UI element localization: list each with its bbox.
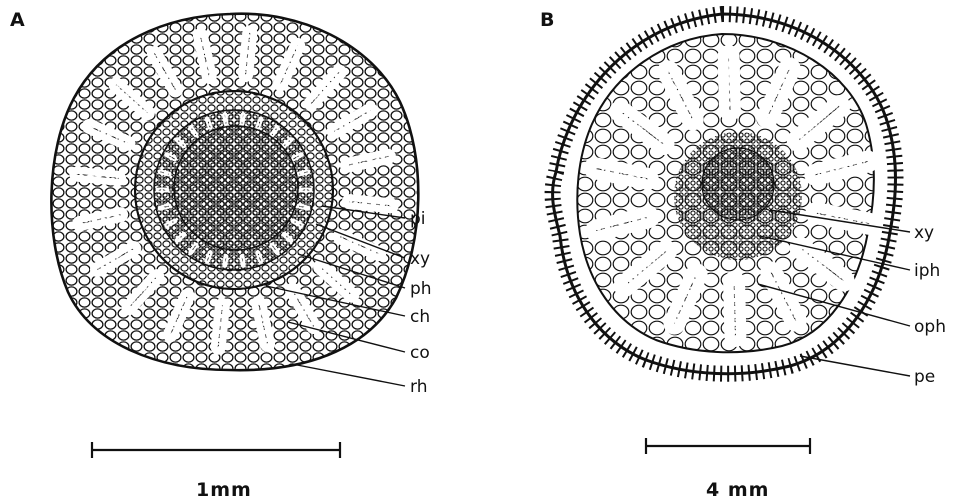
root-section-a bbox=[51, 14, 418, 370]
scale-bar-b bbox=[646, 438, 810, 454]
leader-rh bbox=[292, 364, 405, 386]
label-pi: pi bbox=[410, 209, 426, 229]
xylem-core-b bbox=[702, 148, 774, 220]
leader-pe bbox=[800, 356, 910, 376]
scale-bar-a bbox=[92, 442, 340, 458]
label-rh: rh bbox=[410, 377, 427, 397]
pith-a bbox=[196, 150, 264, 218]
label-oph: oph bbox=[914, 317, 946, 337]
labels-b: xy iph oph pe bbox=[914, 223, 946, 387]
panel-a-letter: A bbox=[10, 9, 25, 31]
label-ch: ch bbox=[410, 307, 430, 327]
label-co: co bbox=[410, 343, 430, 363]
label-xy-a: xy bbox=[410, 249, 430, 269]
panel-b: B xy iph oph pe 4 bbox=[540, 9, 946, 501]
panel-a: A pi xy ph ch co bbox=[10, 9, 432, 501]
label-iph: iph bbox=[914, 261, 940, 281]
panel-b-letter: B bbox=[540, 9, 554, 31]
label-ph: ph bbox=[410, 279, 432, 299]
label-pe: pe bbox=[914, 367, 935, 387]
scale-label-a: 1mm bbox=[196, 479, 252, 501]
label-xy-b: xy bbox=[914, 223, 934, 243]
root-section-b bbox=[553, 14, 896, 374]
scale-label-b: 4 mm bbox=[706, 479, 769, 501]
